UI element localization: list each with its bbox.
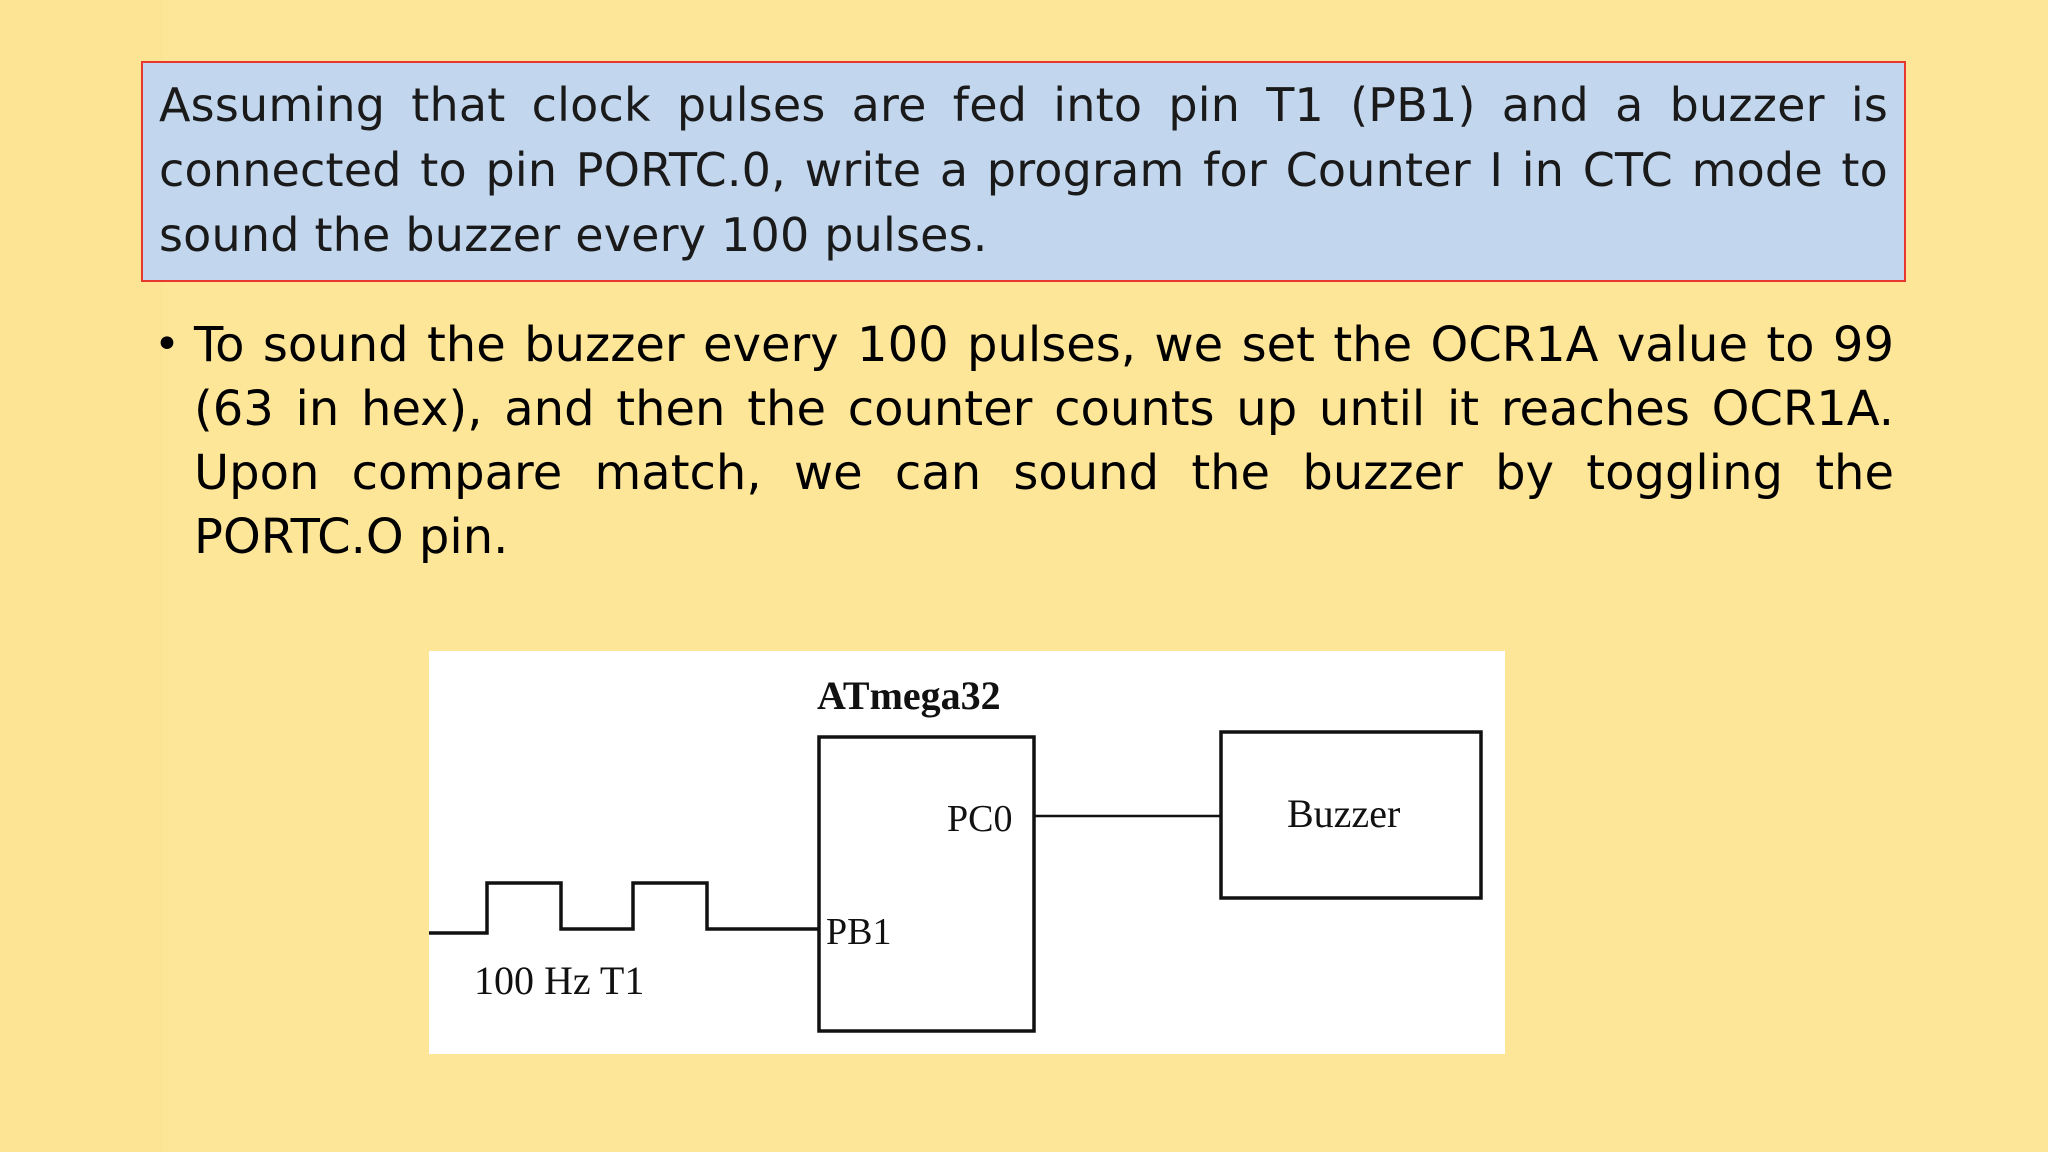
- pin-label-pc0: PC0: [947, 798, 1012, 840]
- signal-label: 100 Hz T1: [474, 958, 644, 1003]
- question-text: Assuming that clock pulses are fed into …: [159, 78, 1888, 262]
- circuit-diagram: ATmega32 PC0 PB1 Buzzer 100 Hz T1: [429, 651, 1505, 1054]
- buzzer-box: [1219, 730, 1483, 900]
- chip-box: [817, 735, 1036, 1033]
- bullet-text: To sound the buzzer every 100 pulses, we…: [194, 317, 1894, 565]
- circuit-diagram-svg: ATmega32 PC0 PB1 Buzzer 100 Hz T1: [429, 673, 1483, 1033]
- chip-title: ATmega32: [817, 673, 1001, 718]
- slide-left-strip: [0, 0, 163, 1152]
- bullet-icon: •: [154, 319, 180, 370]
- clock-pulse-waveform: [429, 881, 819, 935]
- buzzer-label: Buzzer: [1287, 791, 1400, 836]
- question-box: Assuming that clock pulses are fed into …: [141, 61, 1906, 282]
- pin-label-pb1: PB1: [826, 911, 891, 953]
